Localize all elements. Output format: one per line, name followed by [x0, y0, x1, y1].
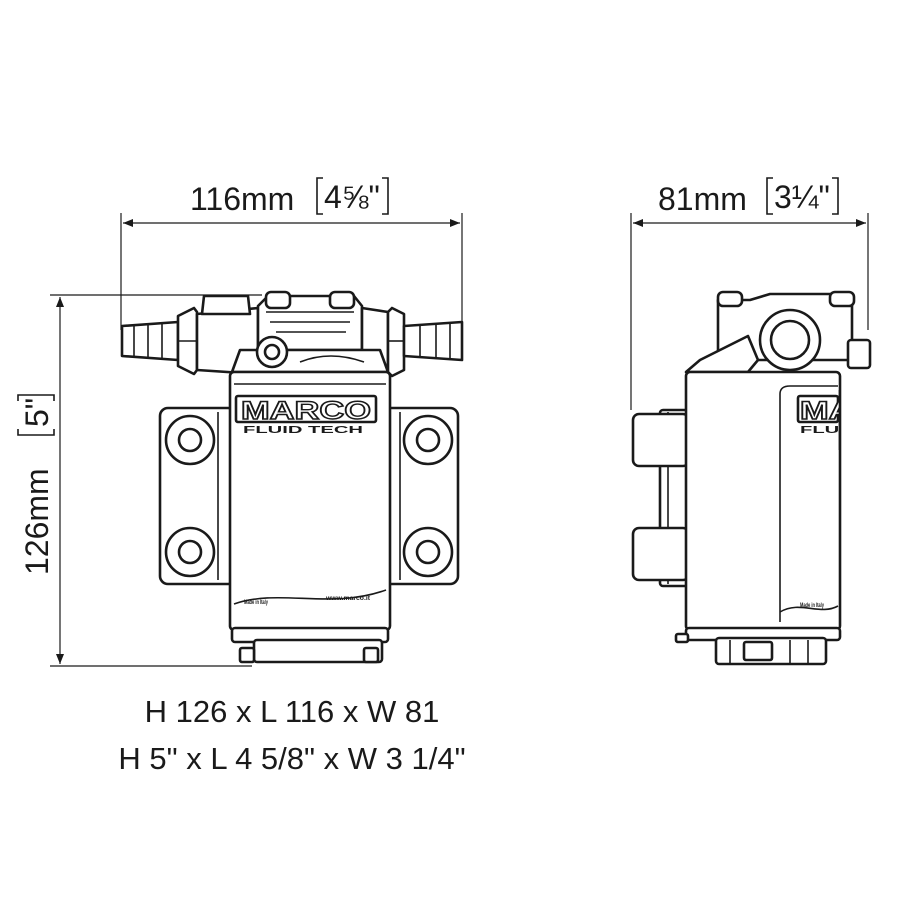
length-metric-label: 116mm	[190, 181, 294, 217]
width-metric-label: 81mm	[658, 181, 747, 217]
caption-metric: H 126 x L 116 x W 81	[144, 694, 440, 729]
height-imperial-label: 5"	[19, 398, 55, 427]
front-made-in: Made in Italy	[244, 600, 268, 606]
front-logo: MARCO	[241, 397, 371, 425]
front-web: www.marco.it	[325, 596, 370, 602]
length-dimension: 116mm 4⅝"	[120, 177, 463, 330]
length-imperial-label: 4⅝"	[324, 179, 380, 215]
width-dimension: 81mm 3¼"	[630, 177, 869, 410]
pump-front-view: MARCO FLUID TECH Made in Italy www.marco…	[120, 290, 464, 664]
pump-side-view: MARCO FLUID TECH Made in Italy	[631, 290, 900, 666]
width-imperial-label: 3¼"	[774, 179, 830, 215]
height-metric-label: 126mm	[19, 468, 55, 575]
caption-imperial: H 5" x L 4 5/8" x W 3 1/4"	[118, 741, 466, 776]
side-made-in: Made in Italy	[800, 603, 824, 609]
front-logo-sub: FLUID TECH	[243, 425, 363, 436]
